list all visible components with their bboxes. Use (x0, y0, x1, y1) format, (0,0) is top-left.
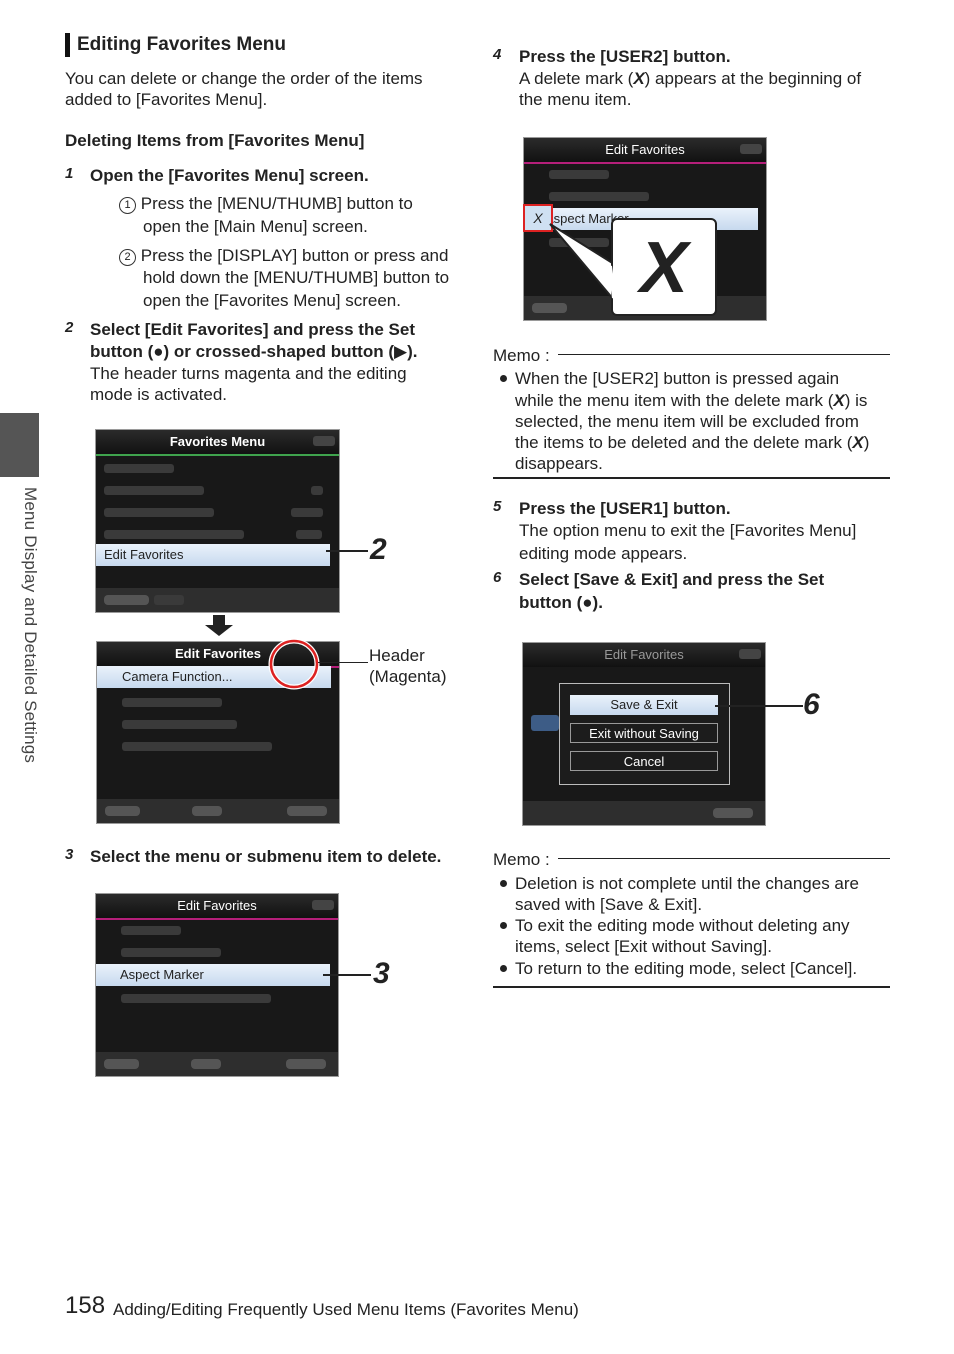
substep-cont: hold down the [MENU/THUMB] button to ope… (143, 268, 450, 310)
step-title: Select [Save & Exit] and press the Set (519, 570, 825, 589)
header-indicator (740, 144, 762, 154)
callout-number: 3 (373, 957, 390, 990)
footer-title: Adding/Editing Frequently Used Menu Item… (113, 1300, 579, 1319)
screen-header: Edit Favorites (524, 138, 766, 164)
intro-text: You can delete or change the order of th… (65, 69, 423, 109)
screen-footer (97, 799, 339, 823)
callout-line (326, 550, 368, 552)
menu-item-selected[interactable]: Aspect Marker (96, 964, 330, 986)
step-title-cont: button (●) or crossed-shaped button (▶). (90, 342, 418, 361)
step-body: A delete mark (X) appears at the beginni… (519, 69, 862, 88)
step-number: 2 (65, 319, 74, 336)
favorites-menu-screen: Favorites Menu Edit Favorites (95, 429, 340, 613)
delete-mark-box: X (523, 204, 553, 232)
edit-favorites-screen-2: Edit Favorites Aspect Marker (95, 893, 339, 1077)
header-indicator (312, 900, 334, 910)
memo-text: To return to the editing mode, select [C… (515, 959, 858, 978)
screen-header: Edit Favorites (97, 642, 339, 668)
header-indicator (739, 649, 761, 659)
screen-header: Edit Favorites (523, 643, 765, 667)
cancel-button[interactable]: Cancel (570, 751, 718, 771)
screen-header: Edit Favorites (96, 894, 338, 920)
save-exit-button[interactable]: Save & Exit (570, 695, 718, 715)
screen-footer (523, 801, 765, 825)
memo-text: When the [USER2] button is pressed again… (515, 369, 870, 473)
memo-label: Memo : (493, 850, 550, 869)
callout-line (318, 662, 368, 663)
set-button-icon: ● (153, 342, 164, 361)
edit-favorites-screen-4: Edit Favorites Save & Exit Exit without … (522, 642, 766, 826)
delete-mark-icon: X (833, 391, 845, 410)
callout-number: 2 (370, 533, 387, 566)
sidebar-tab-block (0, 413, 39, 477)
right-arrow-icon: ▶ (394, 342, 408, 361)
circled-number: 1 (119, 197, 136, 214)
screen-header: Favorites Menu (96, 430, 339, 456)
step-title: Select the menu or submenu item to delet… (90, 847, 442, 866)
callout-number: 6 (803, 688, 820, 721)
circled-number: 2 (119, 249, 136, 266)
page-number: 158 (65, 1292, 106, 1319)
step-title: Open the [Favorites Menu] screen. (90, 166, 369, 185)
callout-line (715, 705, 803, 707)
bullet (500, 375, 507, 382)
memo-label: Memo : (493, 346, 550, 365)
screen-footer (96, 1052, 338, 1076)
substep: 1 Press the [MENU/THUMB] button to (119, 193, 464, 214)
memo-end-rule (493, 477, 890, 479)
screen-footer (96, 588, 339, 612)
step-title: Press the [USER2] button. (519, 47, 731, 66)
edit-favorites-screen-3: Edit Favorites \spect Marker (523, 137, 767, 321)
sidebar-section-label: Menu Display and Detailed Settings (21, 487, 40, 764)
section-title: Editing Favorites Menu (65, 33, 286, 57)
memo-end-rule (493, 986, 890, 988)
down-arrow-icon (205, 615, 233, 636)
step-body-cont: the menu item. (519, 90, 632, 109)
memo-rule (558, 858, 890, 859)
step-title-cont: button (●). (519, 593, 603, 612)
delete-mark-large-icon: X (639, 228, 689, 308)
zoom-callout (549, 218, 717, 316)
step-body: The option menu to exit the [Favorites M… (519, 521, 857, 563)
menu-item-selected[interactable]: Edit Favorites (96, 544, 330, 566)
set-button-icon: ● (582, 593, 593, 612)
memo-text: Deletion is not complete until the chang… (515, 874, 859, 914)
exit-without-saving-button[interactable]: Exit without Saving (570, 723, 718, 743)
exit-options-dialog: Save & Exit Exit without Saving Cancel (559, 683, 730, 785)
bullet (500, 965, 507, 972)
step-number: 5 (493, 498, 502, 515)
step-number: 6 (493, 569, 502, 586)
subheading: Deleting Items from [Favorites Menu] (65, 131, 365, 150)
substep-cont: open the [Main Menu] screen. (143, 217, 368, 236)
header-indicator (313, 436, 335, 446)
memo-text: To exit the editing mode without deletin… (515, 916, 850, 956)
step-title: Select [Edit Favorites] and press the Se… (90, 320, 415, 339)
step-number: 3 (65, 846, 74, 863)
step-number: 1 (65, 165, 74, 182)
substep: 2 Press the [DISPLAY] button or press an… (119, 245, 464, 266)
step-number: 4 (493, 46, 502, 63)
step-body: The header turns magenta and the editing… (90, 364, 407, 404)
highlight-circle (268, 638, 320, 690)
delete-mark-icon: X (633, 69, 645, 88)
delete-mark-icon: X (852, 433, 864, 452)
bullet (500, 922, 507, 929)
memo-rule (558, 354, 890, 355)
step-title: Press the [USER1] button. (519, 499, 731, 518)
header-annotation: Header (Magenta) (369, 646, 447, 686)
callout-line (323, 974, 371, 976)
bullet (500, 880, 507, 887)
